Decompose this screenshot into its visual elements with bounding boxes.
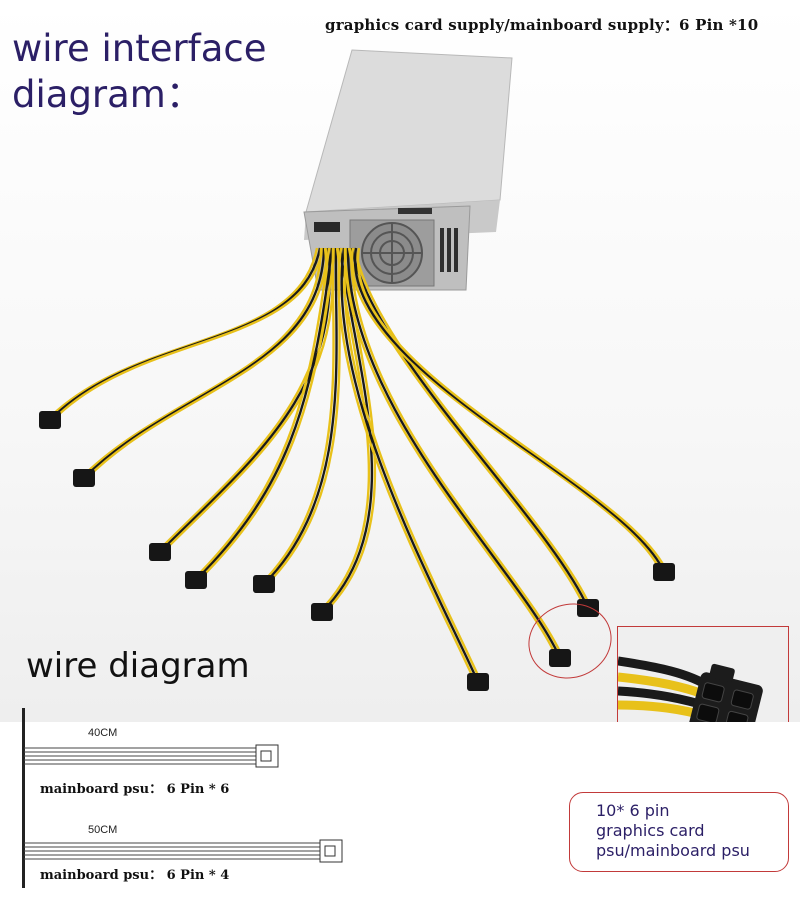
note-line-2: graphics card	[596, 821, 705, 840]
wire-strand	[192, 247, 331, 581]
six-pin-connector-icon	[311, 603, 333, 621]
six-pin-connector-icon	[39, 411, 61, 429]
six-pin-connector-icon	[149, 543, 171, 561]
connector-group	[39, 411, 675, 691]
supply-spec-label: graphics card supply/mainboard supply：6 …	[325, 16, 759, 34]
six-pin-connector-icon	[73, 469, 95, 487]
wire-strand	[353, 247, 666, 573]
diagram-vertical-bar	[22, 708, 25, 888]
wire-strand	[353, 247, 593, 609]
cable-spec-label: mainboard psu： 6 Pin * 6	[40, 782, 230, 797]
wire-strand	[356, 247, 669, 573]
wire-strand	[347, 247, 587, 609]
wire-strand	[162, 247, 334, 553]
wire-strand	[343, 247, 559, 659]
wire-strand	[260, 247, 335, 585]
wire-strand	[350, 247, 663, 573]
six-pin-connector-icon	[549, 649, 571, 667]
wire-strand	[80, 247, 323, 479]
wire-strand	[83, 247, 326, 479]
wire-strand	[263, 247, 338, 585]
wire-strand	[52, 247, 325, 421]
psu-photo	[39, 49, 675, 691]
wire-strand	[343, 247, 483, 683]
title-line-2: diagram：	[12, 73, 203, 116]
cable-length-label: 40CM	[88, 727, 118, 739]
wire-strand	[350, 247, 590, 609]
note-line-3: psu/mainboard psu	[596, 841, 750, 860]
wire-strand	[195, 247, 334, 581]
cable-spec-label: mainboard psu： 6 Pin * 4	[40, 868, 230, 883]
cable-length-label: 50CM	[88, 824, 118, 836]
wire-strand	[346, 247, 562, 659]
six-pin-connector-icon	[185, 571, 207, 589]
page-title: wire interface diagram：	[12, 26, 266, 118]
wire-strand	[349, 247, 565, 659]
wire-strand	[86, 247, 329, 479]
wire-strand	[337, 247, 477, 683]
six-pin-connector-icon	[253, 575, 275, 593]
title-line-1: wire interface	[12, 27, 267, 70]
connector-note-box: 10* 6 pin graphics card psu/mainboard ps…	[569, 792, 789, 872]
wire-strand	[340, 247, 480, 683]
wire-strand	[46, 247, 319, 421]
note-line-1: 10* 6 pin	[596, 801, 670, 820]
six-pin-connector-icon	[467, 673, 489, 691]
wire-strand	[198, 247, 337, 581]
cable-50cm-icon	[24, 839, 343, 863]
six-pin-connector-icon	[577, 599, 599, 617]
wire-strand	[49, 247, 322, 421]
cable-40cm-icon	[24, 744, 279, 768]
wire-diagram-title: wire diagram	[26, 646, 250, 686]
six-pin-connector-icon	[653, 563, 675, 581]
cable-bundle	[46, 247, 669, 683]
